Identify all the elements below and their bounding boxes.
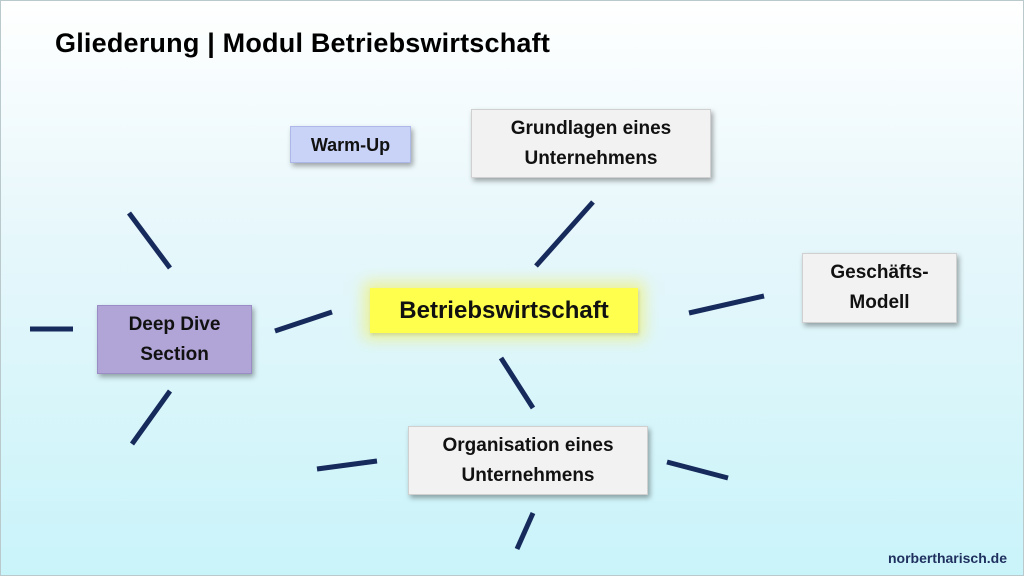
line-deep-dive-upper xyxy=(126,211,173,270)
node-deep-dive: Deep Dive Section xyxy=(97,305,252,374)
node-warm-up: Warm-Up xyxy=(290,126,411,163)
page-title: Gliederung | Modul Betriebswirtschaft xyxy=(55,28,551,58)
node-warm-up-label: Warm-Up xyxy=(310,134,391,155)
line-center-geschaeftsmodell xyxy=(688,293,765,316)
node-center: Betriebswirtschaft xyxy=(370,288,638,333)
line-organisation-right xyxy=(666,459,729,481)
line-center-deep-dive xyxy=(274,309,333,334)
line-deep-dive-lower xyxy=(129,389,173,446)
node-grundlagen: Grundlagen eines Unternehmens xyxy=(471,109,711,178)
node-organisation-label: Organisation eines Unternehmens xyxy=(442,434,614,486)
node-geschaeftsmodell-label: Geschäfts- Modell xyxy=(830,262,929,313)
node-organisation: Organisation eines Unternehmens xyxy=(408,426,648,495)
line-center-organisation xyxy=(498,356,536,410)
line-organisation-left xyxy=(316,458,378,472)
node-deep-dive-label: Deep Dive Section xyxy=(128,313,221,365)
footer-website: norbertharisch.de xyxy=(887,550,1007,566)
node-center-label: Betriebswirtschaft xyxy=(399,296,609,324)
line-center-grundlagen xyxy=(534,200,595,268)
line-organisation-lower xyxy=(514,511,536,551)
node-geschaeftsmodell: Geschäfts- Modell xyxy=(802,253,957,323)
node-grundlagen-label: Grundlagen eines Unternehmens xyxy=(510,117,672,169)
